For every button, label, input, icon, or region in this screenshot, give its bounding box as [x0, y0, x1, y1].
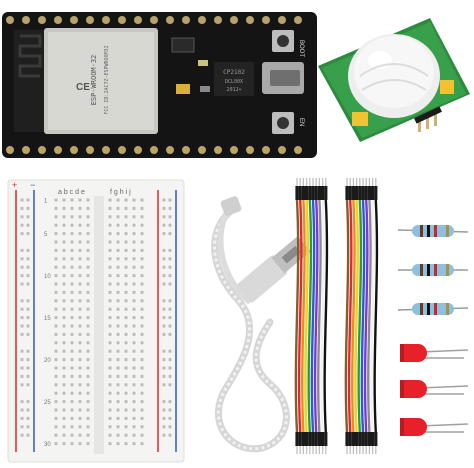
- pir-pot-2: [440, 80, 454, 94]
- esp32-board: ESP-WROOM-32 FCC ID:2AC7Z-ESPWROOM32 CE …: [2, 12, 317, 158]
- led-2: [400, 380, 469, 398]
- micro-usb-plug: [220, 196, 242, 216]
- tantalum-cap: [176, 84, 190, 94]
- jumper-wires: [294, 178, 379, 454]
- svg-text:+: +: [12, 180, 17, 190]
- fcc-label: FCC ID:2AC7Z-ESPWROOM32: [104, 45, 110, 114]
- jumper-bundle-right: [344, 178, 379, 454]
- row-number-25: 25: [44, 400, 51, 406]
- resistor-1: [397, 225, 469, 237]
- svg-text:BOOT: BOOT: [298, 40, 304, 57]
- jumper-bundle-left: [294, 178, 329, 454]
- esp32-header-bottom: [6, 146, 302, 154]
- usb-uart-chip: [214, 62, 254, 96]
- pir-sensor: [318, 18, 470, 142]
- module-label: ESP-WROOM-32: [90, 55, 98, 106]
- svg-text:EN: EN: [298, 118, 304, 126]
- svg-text:DCL00X: DCL00X: [225, 79, 243, 85]
- row-number-1: 1: [44, 199, 48, 205]
- breadboard-holes: [20, 198, 172, 446]
- svg-text:2012+: 2012+: [226, 87, 241, 93]
- column-labels-left: a b c d e: [58, 189, 85, 196]
- row-number-15: 15: [44, 316, 51, 322]
- resistors: [397, 225, 469, 315]
- pir-pot-1: [352, 112, 368, 126]
- svg-text:CP2102: CP2102: [223, 69, 245, 76]
- resistor-2: [398, 264, 468, 276]
- pir-pins: [418, 110, 437, 132]
- red-leds: [400, 344, 469, 436]
- column-labels-right: f g h i j: [110, 189, 131, 196]
- resistor-3: [397, 303, 469, 315]
- row-number-30: 30: [44, 442, 51, 448]
- led-3: [400, 418, 469, 436]
- row-number-20: 20: [44, 358, 51, 364]
- svg-text:−: −: [30, 180, 35, 190]
- ce-mark: CE: [76, 82, 90, 93]
- row-number-5: 5: [44, 232, 48, 238]
- row-number-10: 10: [44, 274, 51, 280]
- led-1: [400, 344, 469, 362]
- esp32-header-top: [6, 16, 302, 24]
- center-channel: [94, 196, 104, 454]
